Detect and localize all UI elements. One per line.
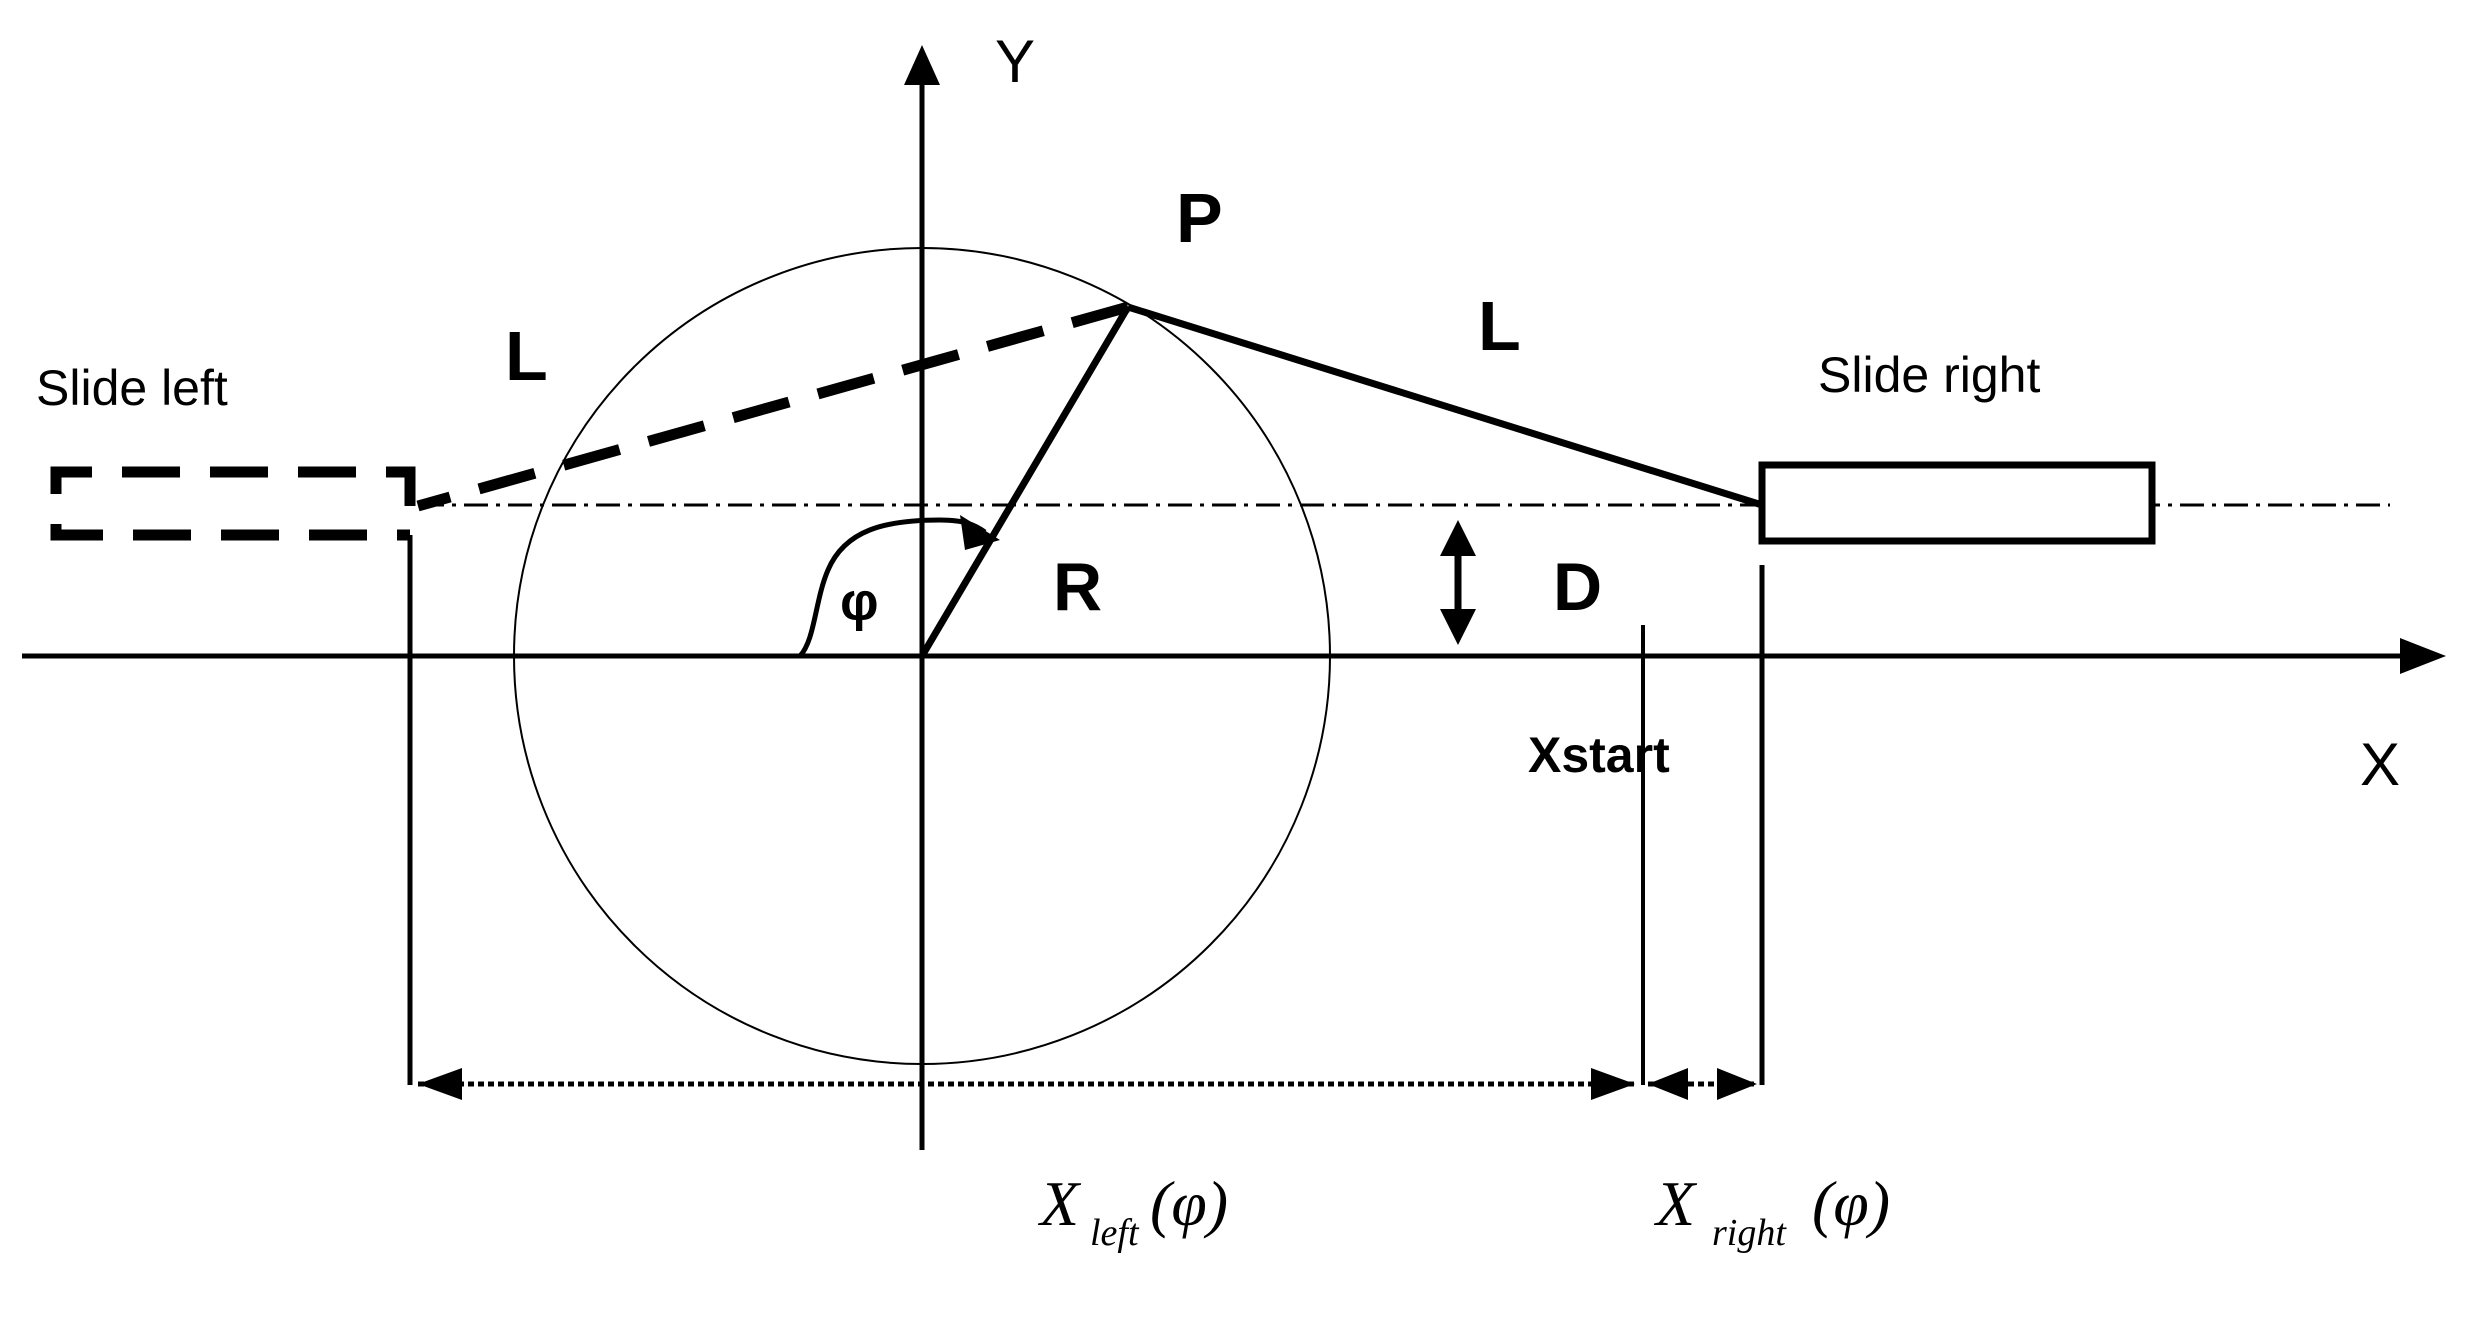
svg-text:X: X [1037,1168,1082,1239]
link-right-label: L [1478,287,1521,365]
xstart-label: Xstart [1528,727,1670,783]
slide-right-label: Slide right [1818,347,2040,403]
point-p-label: P [1176,179,1223,257]
angle-phi-arrowhead [960,515,1000,550]
y-axis-arrowhead [904,45,940,85]
angle-phi-label: φ [840,572,879,632]
angle-phi-arc [798,517,987,658]
link-left-label: L [505,317,548,395]
svg-text:(φ): (φ) [1812,1168,1890,1239]
svg-text:(φ): (φ) [1150,1168,1228,1239]
offset-d-arrow-bottom [1440,609,1476,645]
x-right-dimension-arrow-left [1648,1068,1688,1100]
crank-radius [918,305,1132,658]
slide-right-block [1758,461,2156,545]
connecting-rod-left [416,301,1130,512]
connecting-rod-right [1126,303,1764,509]
x-axis-arrowhead [2400,638,2446,674]
svg-text:X: X [1653,1168,1698,1239]
x-left-formula: X left (φ) [1037,1168,1228,1254]
x-axis-label: X [2360,731,2400,798]
x-left-dimension-arrow-right [1591,1068,1635,1100]
offset-d-arrow-top [1440,520,1476,556]
svg-text:right: right [1712,1212,1787,1254]
x-right-formula: X right (φ) [1653,1168,1890,1254]
y-axis-label: Y [995,28,1035,95]
radius-r-label: R [1053,549,1102,625]
x-left-dimension-arrow-left [418,1068,462,1100]
slide-left-block [50,466,416,541]
x-right-dimension-arrow-right [1717,1068,1757,1100]
svg-text:left: left [1090,1212,1140,1254]
crank-circle [513,247,1331,1065]
slide-left-label: Slide left [36,360,228,416]
offset-d-label: D [1553,549,1602,625]
